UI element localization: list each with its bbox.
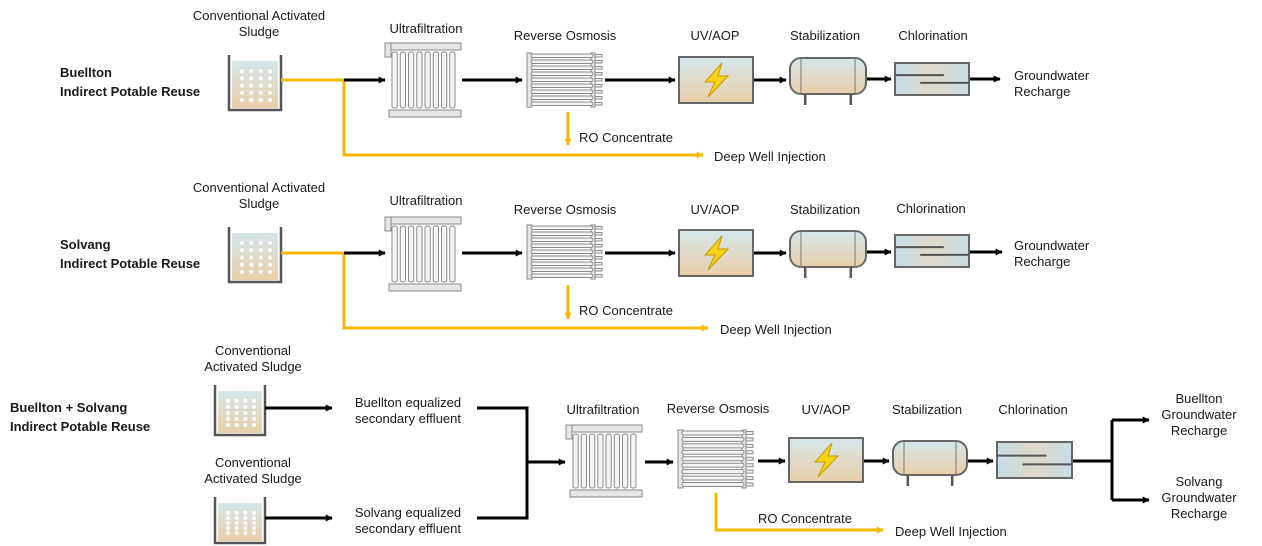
row2-ro-unit (526, 224, 603, 280)
row1-chlorination-unit (894, 62, 970, 96)
row2-stage-uf-label: Ultrafiltration (389, 193, 463, 208)
row1-concentrate-line (281, 78, 704, 159)
row2-output-label: Groundwater Recharge (1014, 238, 1090, 269)
row2-stage-ro-label: Reverse Osmosis (513, 202, 617, 217)
row1-ro-unit (526, 52, 603, 108)
row2-chlorination-unit (894, 234, 970, 268)
row3-source2-label: Conventional Activated Sludge (204, 455, 302, 486)
row1-stage-stabilization-label: Stabilization (789, 28, 861, 43)
row2-disposal-label: Deep Well Injection (720, 322, 832, 337)
row3-concentrate-line (714, 493, 884, 534)
row1-stabilization-unit (789, 57, 867, 105)
row2-title: Solvang Indirect Potable Reuse (60, 237, 201, 271)
row3-output1-label: Buellton Groundwater Recharge (1161, 391, 1237, 438)
row1-stage-ro-label: Reverse Osmosis (513, 28, 617, 43)
row3-concentrate-label: RO Concentrate (758, 511, 852, 526)
row3-uvaop-unit (788, 437, 864, 483)
row1-concentrate-label: RO Concentrate (579, 130, 673, 145)
row3-stage-uvaop-label: UV/AOP (801, 402, 851, 417)
row3-stage-ro-label: Reverse Osmosis (666, 401, 770, 416)
row2-uf-unit (384, 216, 462, 292)
row2-stage-chlorination-label: Chlorination (896, 201, 966, 216)
row2-concentrate-label: RO Concentrate (579, 303, 673, 318)
row3-effluent2-label: Solvang equalized secondary effluent (354, 505, 462, 536)
row1-stage-uvaop-label: UV/AOP (690, 28, 740, 43)
row2-uvaop-unit (678, 229, 754, 277)
row1-uvaop-unit (678, 56, 754, 104)
row3-output2-label: Solvang Groundwater Recharge (1161, 474, 1237, 521)
row2-concentrate-line (281, 251, 709, 332)
row3-disposal-label: Deep Well Injection (895, 524, 1007, 539)
row3-uf-unit (565, 424, 643, 498)
row1-stage-uf-label: Ultrafiltration (389, 21, 463, 36)
row2-stabilization-unit (789, 230, 867, 278)
row2-stage-cas-label: Conventional Activated Sludge (192, 180, 326, 211)
row3-source1-tank (213, 385, 267, 437)
row1-title: Buellton Indirect Potable Reuse (60, 65, 201, 99)
row2-stage-uvaop-label: UV/AOP (690, 202, 740, 217)
row1-stage-chlorination-label: Chlorination (898, 28, 968, 43)
row3-stabilization-unit (892, 440, 968, 486)
row3-title: Buellton + Solvang Indirect Potable Reus… (10, 400, 151, 434)
row3-stage-uf-label: Ultrafiltration (566, 402, 640, 417)
row3-source2-tank (213, 497, 267, 545)
row3-ro-unit (677, 429, 754, 489)
row1-disposal-label: Deep Well Injection (714, 149, 826, 164)
row3-effluent1-label: Buellton equalized secondary effluent (354, 395, 462, 426)
row3-merge-bracket (477, 406, 529, 520)
row3-source1-label: Conventional Activated Sludge (204, 343, 302, 374)
row3-chlorination-unit (996, 441, 1073, 479)
row3-stage-chlorination-label: Chlorination (998, 402, 1068, 417)
row1-stage-cas-label: Conventional Activated Sludge (192, 8, 326, 39)
row1-uf-unit (384, 42, 462, 118)
row2-cas-tank (227, 227, 283, 284)
row3-stage-stabilization-label: Stabilization (891, 402, 963, 417)
row1-cas-tank (227, 55, 283, 112)
row2-stage-stabilization-label: Stabilization (789, 202, 861, 217)
row1-output-label: Groundwater Recharge (1014, 68, 1090, 99)
